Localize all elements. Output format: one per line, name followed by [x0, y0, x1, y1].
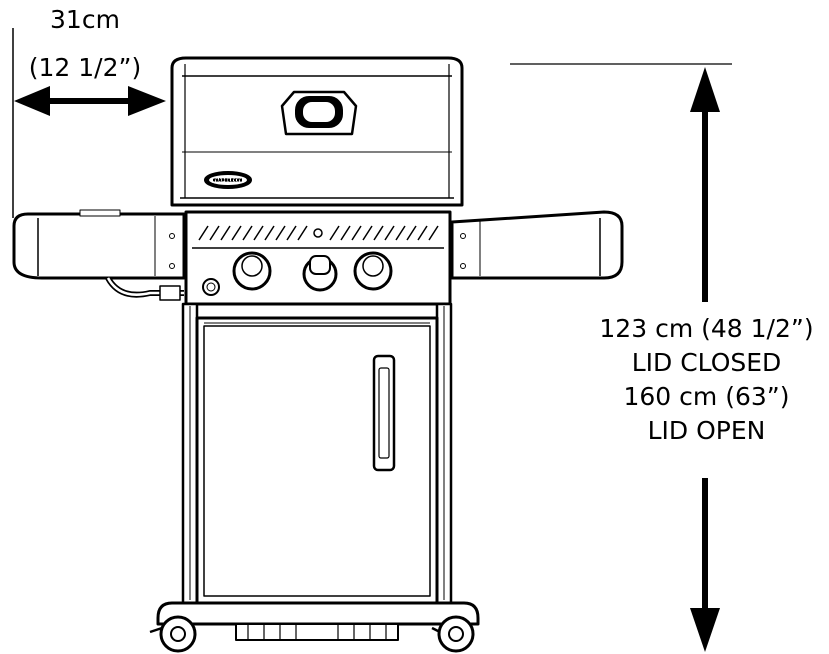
door-handle — [372, 354, 396, 472]
depth-imperial-label: (12 1/2”) — [28, 53, 142, 82]
height-open-value: 160 cm (63”) — [623, 382, 790, 411]
vent-slots — [198, 225, 439, 241]
caster-right — [431, 615, 475, 653]
control-panel — [184, 210, 452, 306]
caster-left — [149, 615, 197, 653]
grill-lid — [170, 56, 464, 207]
lid-handle — [280, 90, 358, 136]
height-arrow-head-top — [690, 67, 720, 112]
height-arrow-head-bottom — [690, 608, 720, 652]
depth-dimension — [12, 28, 166, 218]
cart-base — [156, 601, 480, 641]
right-side-shelf — [450, 210, 624, 280]
height-closed-label: LID CLOSED — [631, 348, 782, 377]
brand-logo — [204, 171, 252, 189]
burner-knob-left — [232, 251, 272, 291]
logo-text: NAPOLEON — [214, 178, 242, 184]
gas-hose — [105, 276, 184, 301]
height-open-label: LID OPEN — [647, 416, 766, 445]
depth-arrow-head-left — [14, 86, 50, 116]
tank-tray — [235, 623, 399, 641]
height-label-block: 123 cm (48 1/2”) LID CLOSED 160 cm (63”)… — [584, 312, 829, 448]
igniter-button — [202, 278, 220, 296]
depth-metric-label: 31cm — [50, 5, 120, 34]
cabinet-door — [195, 316, 439, 605]
grill — [12, 56, 624, 653]
burner-knob-center — [302, 255, 338, 292]
height-closed-value: 123 cm (48 1/2”) — [599, 314, 814, 343]
depth-arrow-head-right — [128, 86, 166, 116]
burner-knob-right — [353, 251, 393, 291]
left-side-shelf — [12, 209, 186, 280]
height-dimension — [510, 63, 732, 652]
